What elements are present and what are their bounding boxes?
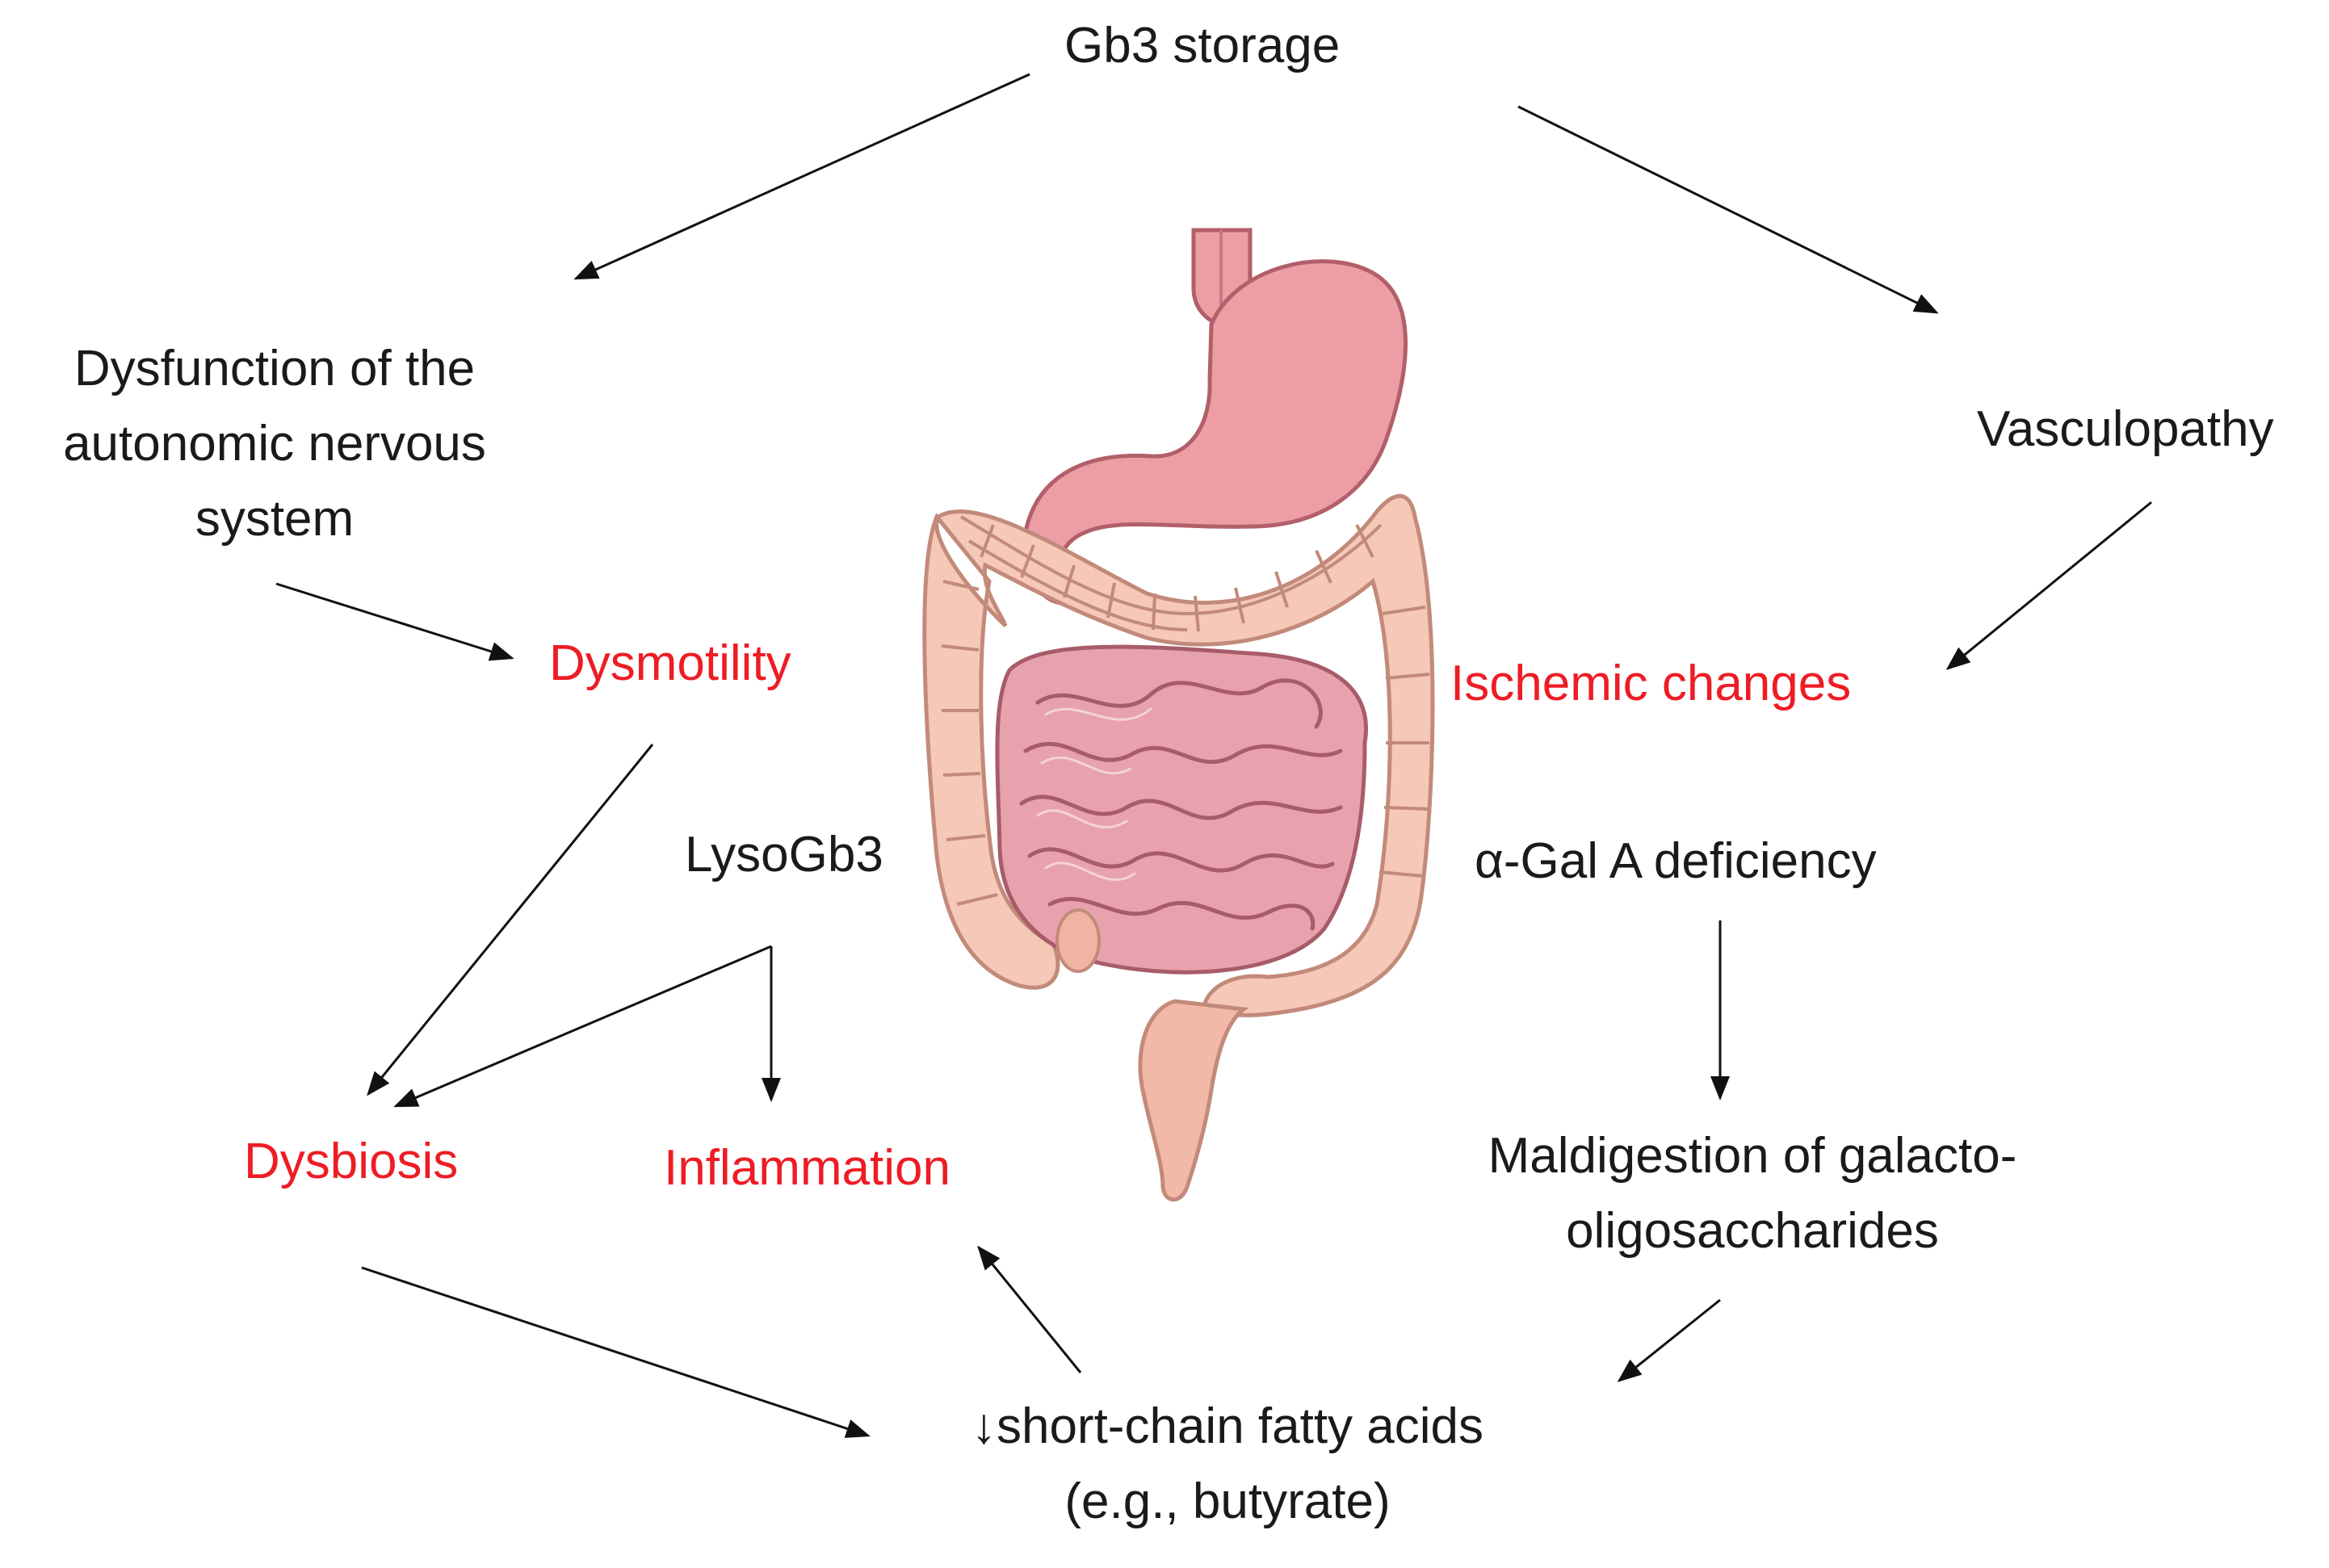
node-ans-dysfunction-line-3: system xyxy=(195,491,355,547)
node-lysogb3: LysoGb3 xyxy=(685,827,883,883)
node-scfa-line-2: (e.g., butyrate) xyxy=(1064,1474,1391,1529)
arrow-maldigestion-to-scfa xyxy=(1617,1298,1721,1382)
node-ans-dysfunction: Dysfunction of the autonomic nervous sys… xyxy=(16,331,533,556)
node-agal-deficiency: α-Gal A deficiency xyxy=(1475,833,1877,889)
node-scfa: ↓short-chain fatty acids (e.g., butyrate… xyxy=(888,1389,1567,1539)
arrow-lysogb3-to-dysbiosis xyxy=(393,945,772,1108)
node-dysbiosis: Dysbiosis xyxy=(244,1134,459,1189)
node-gb3-storage: Gb3 storage xyxy=(1064,18,1341,73)
stomach xyxy=(1022,259,1408,606)
node-maldigestion-line-1: Maldigestion of galacto- xyxy=(1488,1128,2017,1184)
arrow-gb3-to-ans xyxy=(573,73,1030,280)
arrow-ans-to-dysmotility xyxy=(275,582,514,661)
node-maldigestion: Maldigestion of galacto- oligosaccharide… xyxy=(1437,1118,2067,1268)
node-ans-dysfunction-line-1: Dysfunction of the xyxy=(73,341,476,396)
node-scfa-line-1: ↓short-chain fatty acids xyxy=(971,1398,1484,1454)
node-vasculopathy: Vasculopathy xyxy=(1977,401,2274,457)
arrow-vasculopathy-to-ischemic xyxy=(1945,501,2152,670)
node-inflammation: Inflammation xyxy=(664,1140,950,1196)
digestive-tract-illustration xyxy=(922,228,1435,1202)
arrows xyxy=(275,73,2152,1438)
arrow-scfa-to-inflammation xyxy=(977,1245,1082,1373)
node-ans-dysfunction-line-2: autonomic nervous xyxy=(63,416,486,472)
arrow-dysbiosis-to-scfa xyxy=(361,1266,871,1438)
small-intestine xyxy=(995,644,1368,975)
arrow-dysmotility-to-dysbiosis xyxy=(367,744,654,1096)
arrow-gb3-to-vasculopathy xyxy=(1517,105,1939,314)
rectum xyxy=(1138,999,1249,1202)
node-maldigestion-line-2: oligosaccharides xyxy=(1566,1203,1939,1259)
colon xyxy=(922,493,1435,1017)
node-dysmotility: Dysmotility xyxy=(549,635,791,691)
node-ischemic-changes: Ischemic changes xyxy=(1450,656,1852,711)
